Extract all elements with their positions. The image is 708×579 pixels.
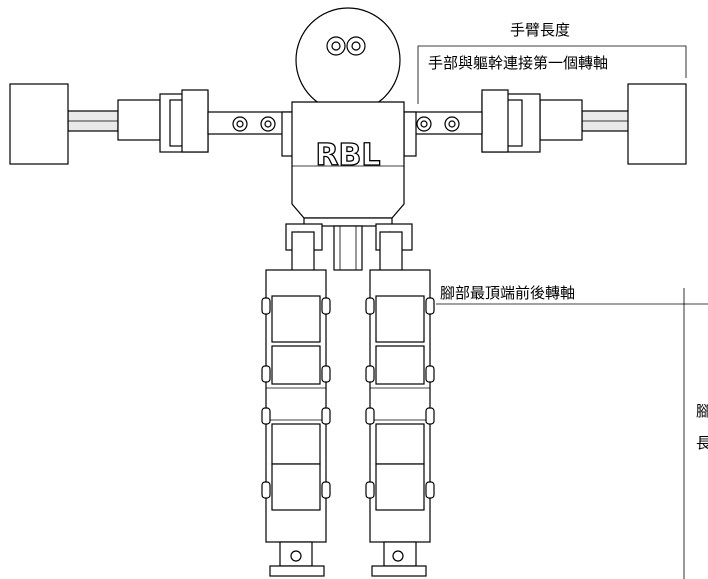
leg-axis-label: 腳部最頂端前後轉軸 (440, 284, 576, 302)
arm-length-label: 手臂長度 (510, 21, 571, 39)
right-arm (403, 83, 687, 165)
leg-length-label-line2: 長 (696, 436, 708, 451)
left-arm (9, 83, 293, 165)
left-leg (261, 231, 331, 577)
leg-length-label-line1: 腳 (696, 404, 708, 419)
torso: RBL (281, 101, 417, 227)
right-leg (365, 231, 435, 577)
chest-logo: RBL (315, 138, 380, 173)
arm-axis-label: 手部與軀幹連接第一個轉軸 (428, 54, 609, 72)
robot-head (295, 7, 401, 113)
arm-dimension-line (417, 45, 687, 104)
